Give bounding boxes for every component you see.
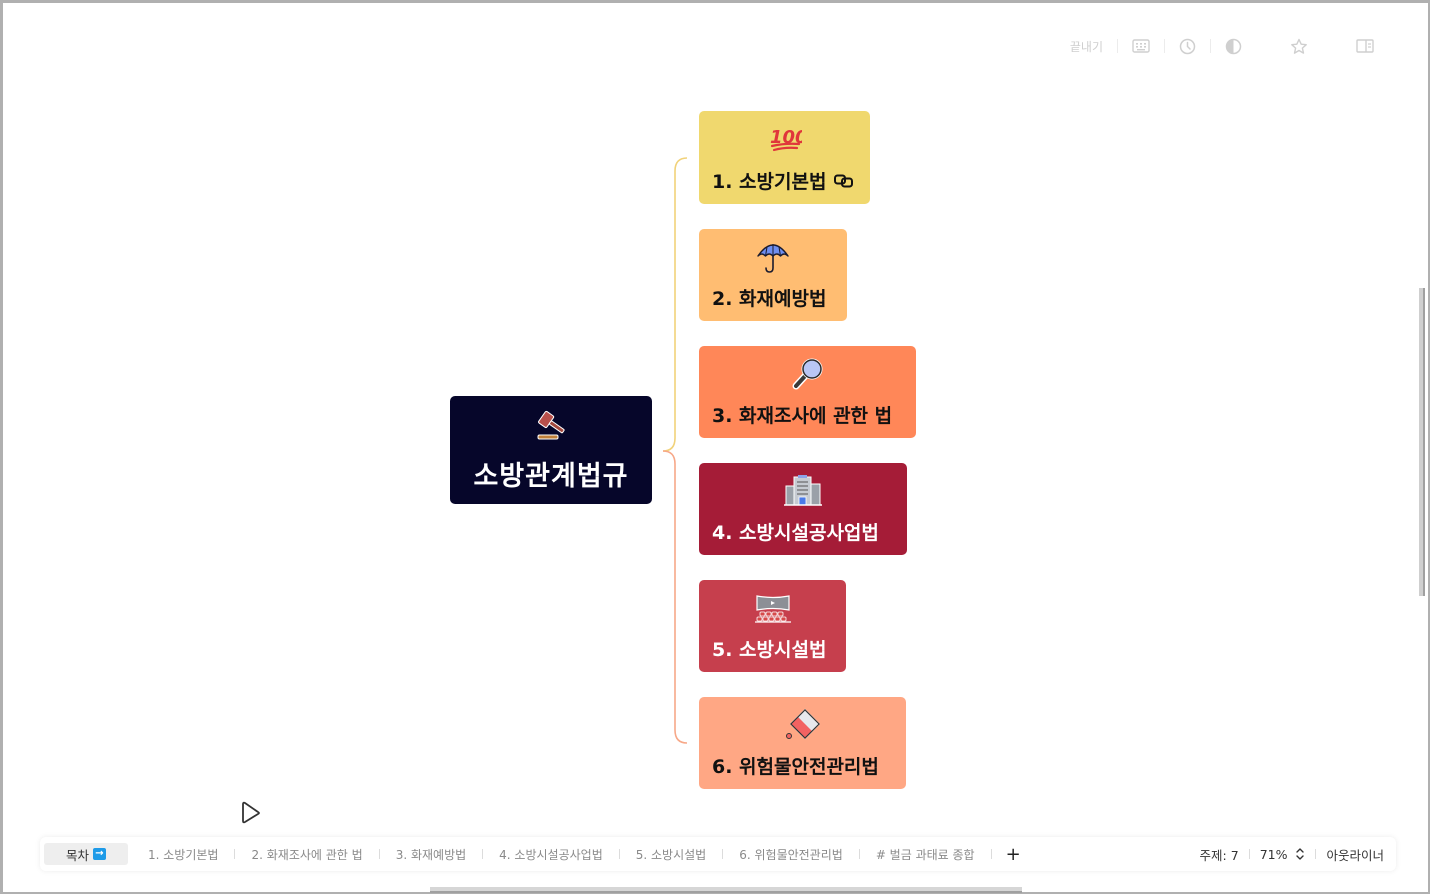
toolbar-divider: [1117, 39, 1118, 53]
gavel-icon: [532, 410, 570, 446]
zoom-level-value: 71%: [1259, 846, 1288, 862]
toolbar-divider: [1164, 39, 1165, 53]
tab-divider: [990, 849, 992, 859]
topic-4[interactable]: 4. 소방시설공사업법: [699, 463, 907, 555]
panel-toggle-button[interactable]: [1342, 33, 1388, 59]
panel-icon: [1356, 39, 1374, 53]
chevron-up-down-icon: [1296, 848, 1305, 860]
exit-label: 끝내기: [1069, 39, 1103, 54]
toc-button[interactable]: 목차 →: [44, 843, 128, 865]
star-icon: [1291, 38, 1307, 54]
topic-5[interactable]: 5. 소방시설법: [699, 580, 846, 672]
hundred-points-icon: 100: [768, 121, 802, 157]
status-divider: [1248, 849, 1250, 859]
branch-connector: [662, 157, 688, 744]
paint-bucket-icon: [783, 707, 823, 743]
topic-4-title: 4. 소방시설공사업법: [712, 522, 879, 544]
sheet-tab-bar: 목차 → 1. 소방기본법 2. 화재조사에 관한 법 3. 화재예방법 4. …: [40, 837, 1396, 871]
keyboard-button[interactable]: [1118, 33, 1164, 59]
add-sheet-button[interactable]: +: [1005, 843, 1021, 865]
sheet-tab-1[interactable]: 1. 소방기본법: [148, 847, 219, 862]
topic-3-title: 3. 화재조사에 관한 법: [712, 405, 893, 427]
tab-divider: [378, 849, 380, 859]
sheet-tab-4[interactable]: 4. 소방시설공사업법: [499, 847, 603, 862]
status-divider: [1315, 849, 1317, 859]
top-toolbar: 끝내기: [1056, 33, 1388, 59]
umbrella-icon: [755, 239, 791, 275]
tab-divider: [618, 849, 620, 859]
tab-divider: [858, 849, 860, 859]
sheet-tab-3[interactable]: 3. 화재예방법: [395, 847, 467, 862]
topic-count: 주제: 7: [1199, 847, 1239, 863]
outliner-button[interactable]: 아웃라이너: [1326, 847, 1384, 863]
sheet-tab-7[interactable]: # 벌금 과태료 종합: [875, 847, 975, 862]
exit-button[interactable]: 끝내기: [1056, 33, 1117, 59]
root-topic[interactable]: 소방관계법규: [450, 396, 652, 504]
vertical-scrollbar[interactable]: [1419, 288, 1425, 596]
topic-2-title: 2. 화재예방법: [712, 288, 827, 310]
root-topic-title: 소방관계법규: [473, 460, 629, 492]
link-icon[interactable]: [834, 174, 854, 188]
history-button[interactable]: [1165, 33, 1210, 59]
topic-1[interactable]: 100 1. 소방기본법: [699, 111, 870, 204]
sheet-tab-2[interactable]: 2. 화재조사에 관한 법: [251, 847, 363, 862]
theme-contrast-icon: [1225, 38, 1242, 54]
topic-2[interactable]: 2. 화재예방법: [699, 229, 847, 321]
tab-divider: [722, 849, 724, 859]
topic-3[interactable]: 3. 화재조사에 관한 법: [699, 346, 916, 438]
cinema-screen-icon: [753, 590, 793, 626]
zoom-control[interactable]: 71%: [1260, 847, 1306, 862]
arrow-right-icon: →: [93, 848, 106, 860]
toc-label: 목차: [65, 847, 89, 863]
magnifier-icon: [790, 356, 826, 392]
topic-1-title: 1. 소방기본법: [712, 171, 827, 193]
mouse-cursor-icon: [242, 801, 260, 824]
tab-divider: [482, 849, 484, 859]
status-area: 주제: 7 71% 아웃라이너: [1200, 845, 1396, 864]
topic-6-title: 6. 위험물안전관리법: [712, 756, 879, 778]
theme-button[interactable]: [1211, 33, 1256, 59]
topic-5-title: 5. 소방시설법: [712, 639, 827, 661]
topic-6[interactable]: 6. 위험물안전관리법: [699, 697, 906, 789]
horizontal-scrollbar[interactable]: [430, 887, 1022, 893]
tab-divider: [234, 849, 236, 859]
sheet-tab-5[interactable]: 5. 소방시설법: [635, 847, 707, 862]
sheet-tab-6[interactable]: 6. 위험물안전관리법: [739, 847, 843, 862]
toolbar-divider: [1210, 39, 1211, 53]
keyboard-icon: [1132, 39, 1150, 53]
history-clock-icon: [1179, 38, 1196, 54]
favorite-button[interactable]: [1276, 33, 1322, 59]
building-icon: [783, 473, 823, 509]
